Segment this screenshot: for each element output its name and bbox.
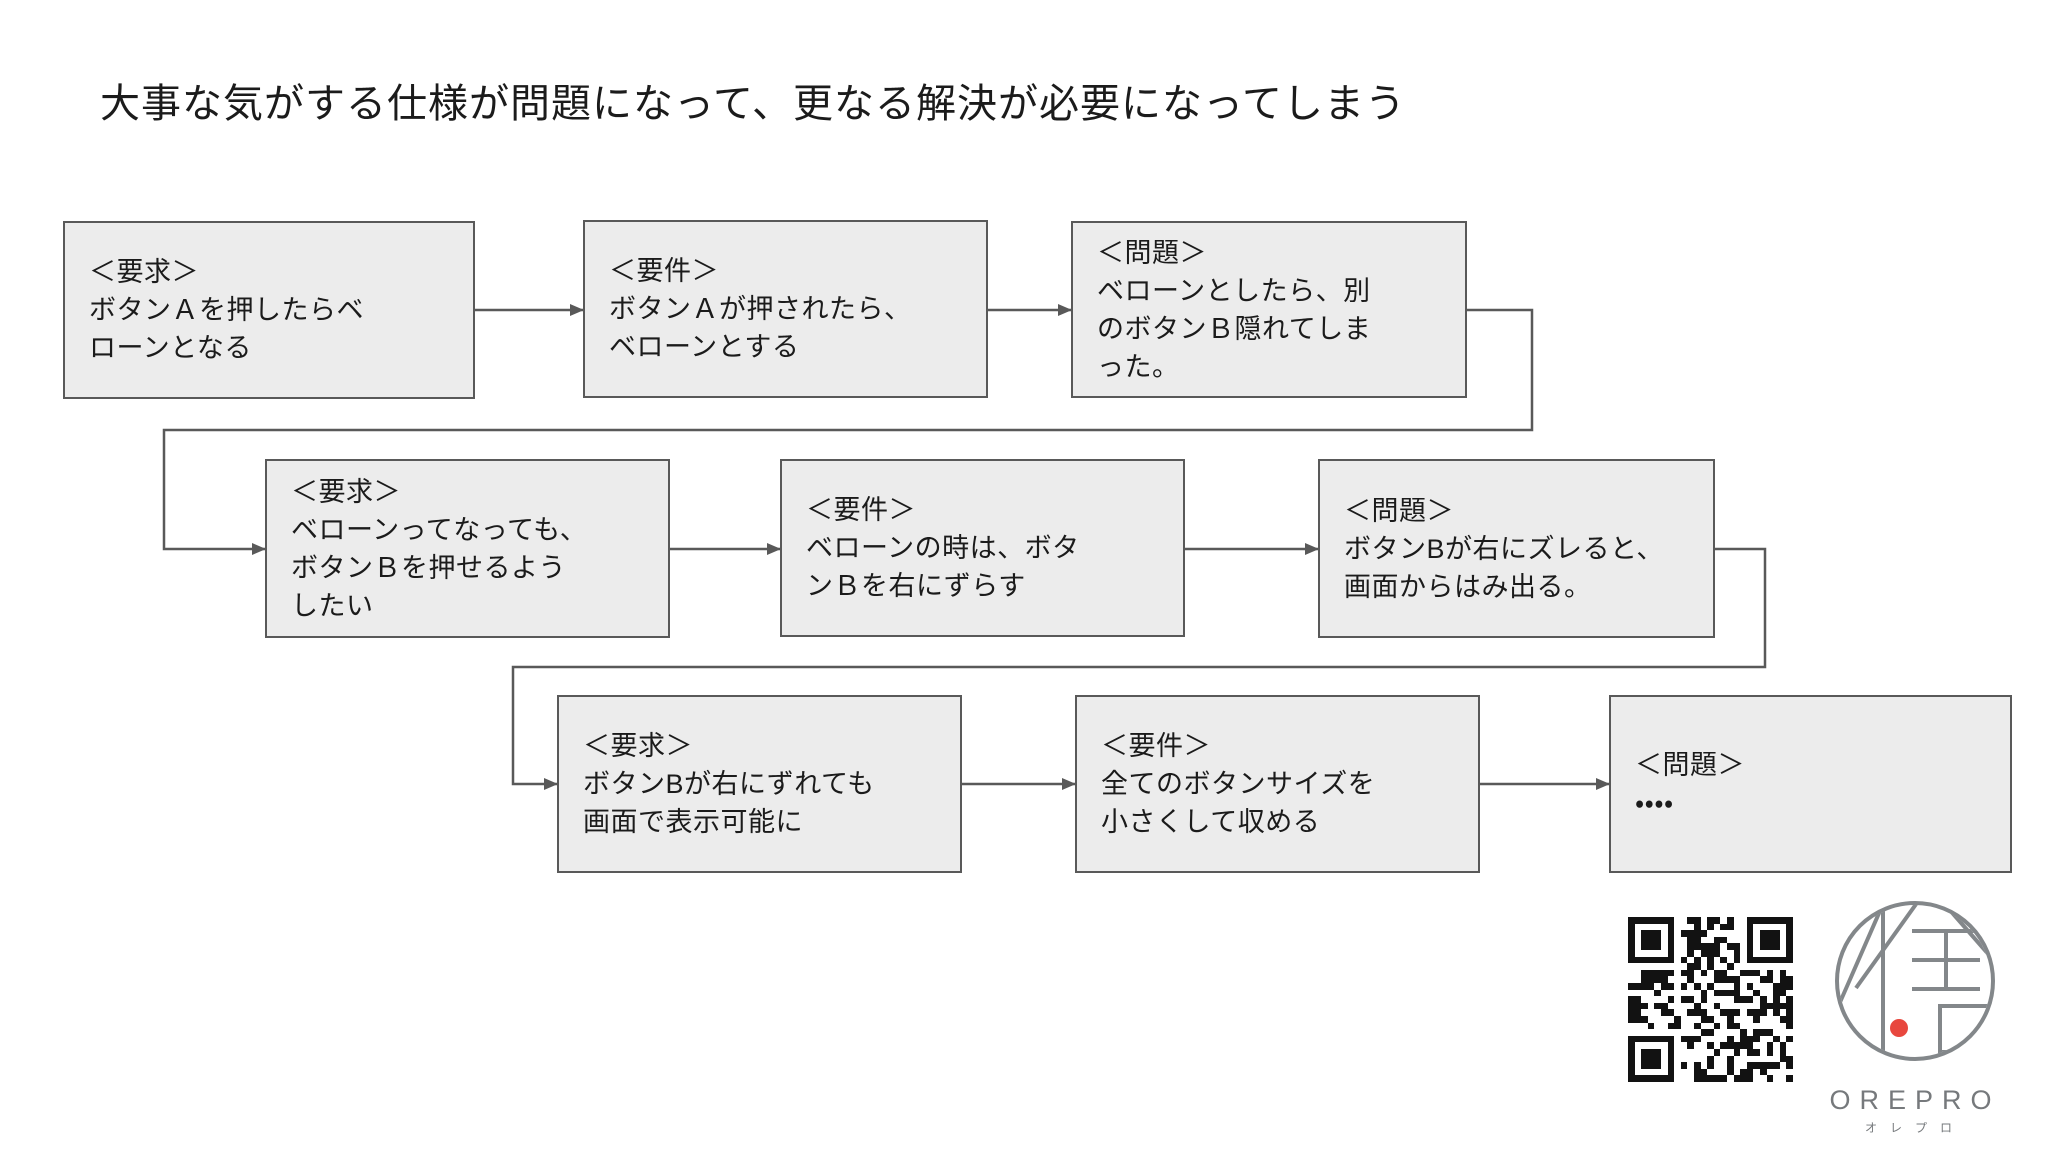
flow-box-7-request: ＜要求＞ ボタンBが右にずれても 画面で表示可能に xyxy=(557,695,962,873)
logo-circle xyxy=(1835,901,1995,1061)
logo-red-dot xyxy=(1890,1019,1908,1037)
flow-box-6-problem: ＜問題＞ ボタンBが右にズレると、 画面からはみ出る。 xyxy=(1318,459,1715,638)
slide-title: 大事な気がする仕様が問題になって、更なる解決が必要になってしまう xyxy=(100,82,1406,126)
flow-box-8-requirement: ＜要件＞ 全てのボタンサイズを 小さくして収める xyxy=(1075,695,1480,873)
qr-code xyxy=(1628,917,1793,1082)
logo-wordmark: OREPRO xyxy=(1829,1085,2000,1115)
flow-box-3-problem: ＜問題＞ ベローンとしたら、別 のボタンＢ隠れてしま った。 xyxy=(1071,221,1467,398)
orepro-logo: OREPRO オレプロ xyxy=(1822,896,2012,1136)
flow-box-2-requirement: ＜要件＞ ボタンＡが押されたら、 ベローンとする xyxy=(583,220,988,398)
flow-box-9-problem: ＜問題＞ ・・・・ xyxy=(1609,695,2012,873)
logo-kana: オレプロ xyxy=(1865,1121,1965,1135)
flow-box-4-request: ＜要求＞ ベローンってなっても、 ボタンＢを押せるよう したい xyxy=(265,459,670,638)
flow-box-5-requirement: ＜要件＞ ベローンの時は、ボタ ンＢを右にずらす xyxy=(780,459,1185,637)
flow-box-1-request: ＜要求＞ ボタンＡを押したらベ ローンとなる xyxy=(63,221,475,399)
